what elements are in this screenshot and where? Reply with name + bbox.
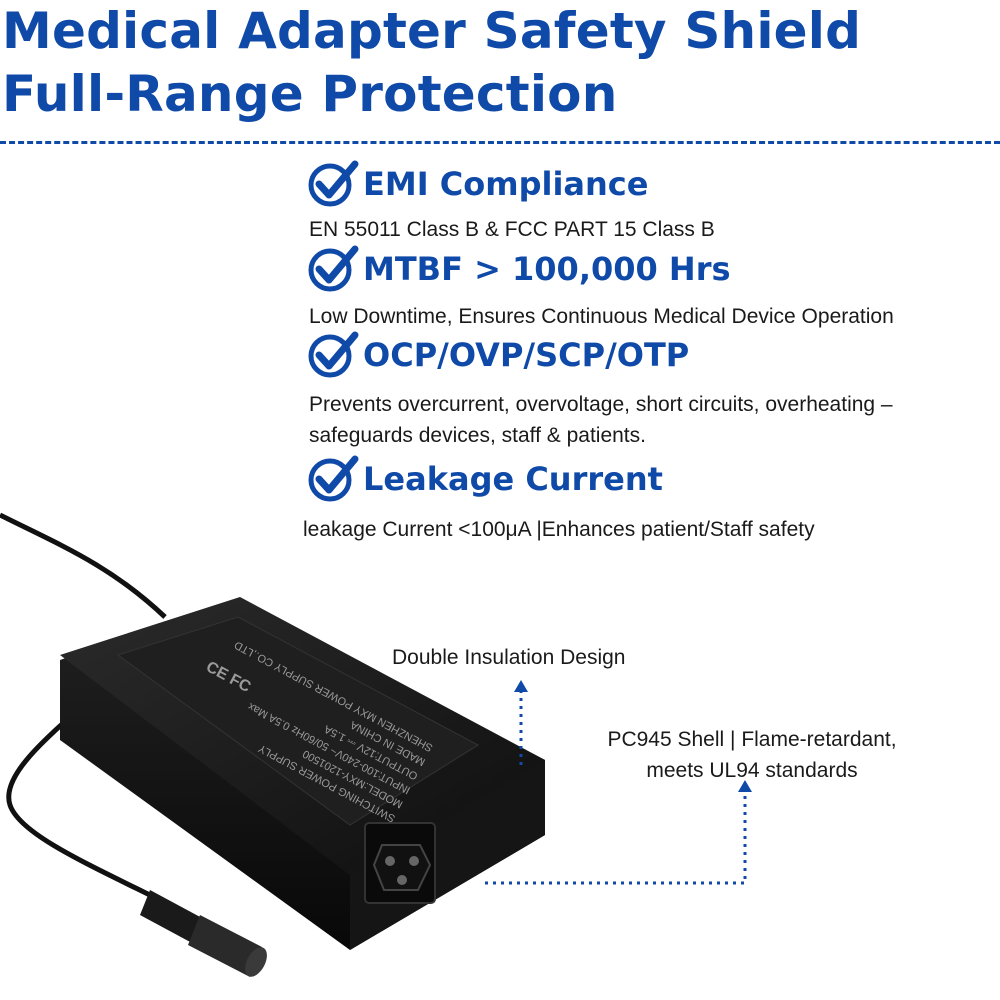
- page-title-line-2: Full-Range Protection: [2, 65, 618, 123]
- dc-cable: [6, 693, 172, 908]
- feature-emi: EMI Compliance: [308, 160, 648, 208]
- check-circle-icon: [308, 245, 359, 292]
- ac-inlet-socket: [364, 822, 436, 904]
- feature-mtbf: MTBF > 100,000 Hrs: [308, 245, 731, 293]
- feature-protections: OCP/OVP/SCP/OTP: [308, 331, 689, 379]
- dashed-divider: [0, 141, 1000, 144]
- feature-title: OCP/OVP/SCP/OTP: [363, 336, 690, 374]
- feature-title: Leakage Current: [363, 460, 663, 498]
- feature-description-line-1: Prevents overcurrent, overvoltage, short…: [309, 393, 893, 416]
- dc-barrel-plug: [140, 890, 267, 977]
- ac-cord: [0, 512, 167, 619]
- callout-shell-line-2: meets UL94 standards: [646, 759, 858, 782]
- check-circle-icon: [308, 455, 359, 502]
- feature-title: MTBF > 100,000 Hrs: [363, 250, 731, 288]
- callout-insulation: Double Insulation Design: [392, 646, 626, 669]
- feature-description: Low Downtime, Ensures Continuous Medical…: [309, 305, 894, 328]
- feature-leakage: Leakage Current: [308, 455, 663, 503]
- check-circle-icon: [308, 160, 359, 207]
- check-circle-icon: [308, 331, 359, 378]
- feature-title: EMI Compliance: [363, 165, 649, 203]
- feature-description: EN 55011 Class B & FCC PART 15 Class B: [309, 218, 715, 241]
- callout-shell-line-1: PC945 Shell | Flame-retardant,: [607, 728, 897, 751]
- page-title-line-1: Medical Adapter Safety Shield: [2, 2, 862, 60]
- feature-description: leakage Current <100μA |Enhances patient…: [303, 518, 815, 541]
- feature-description-line-2: safeguards devices, staff & patients.: [309, 424, 646, 447]
- power-adapter-image: SWITCHING POWER SUPPLY MODEL:MXY-1201500…: [0, 512, 545, 977]
